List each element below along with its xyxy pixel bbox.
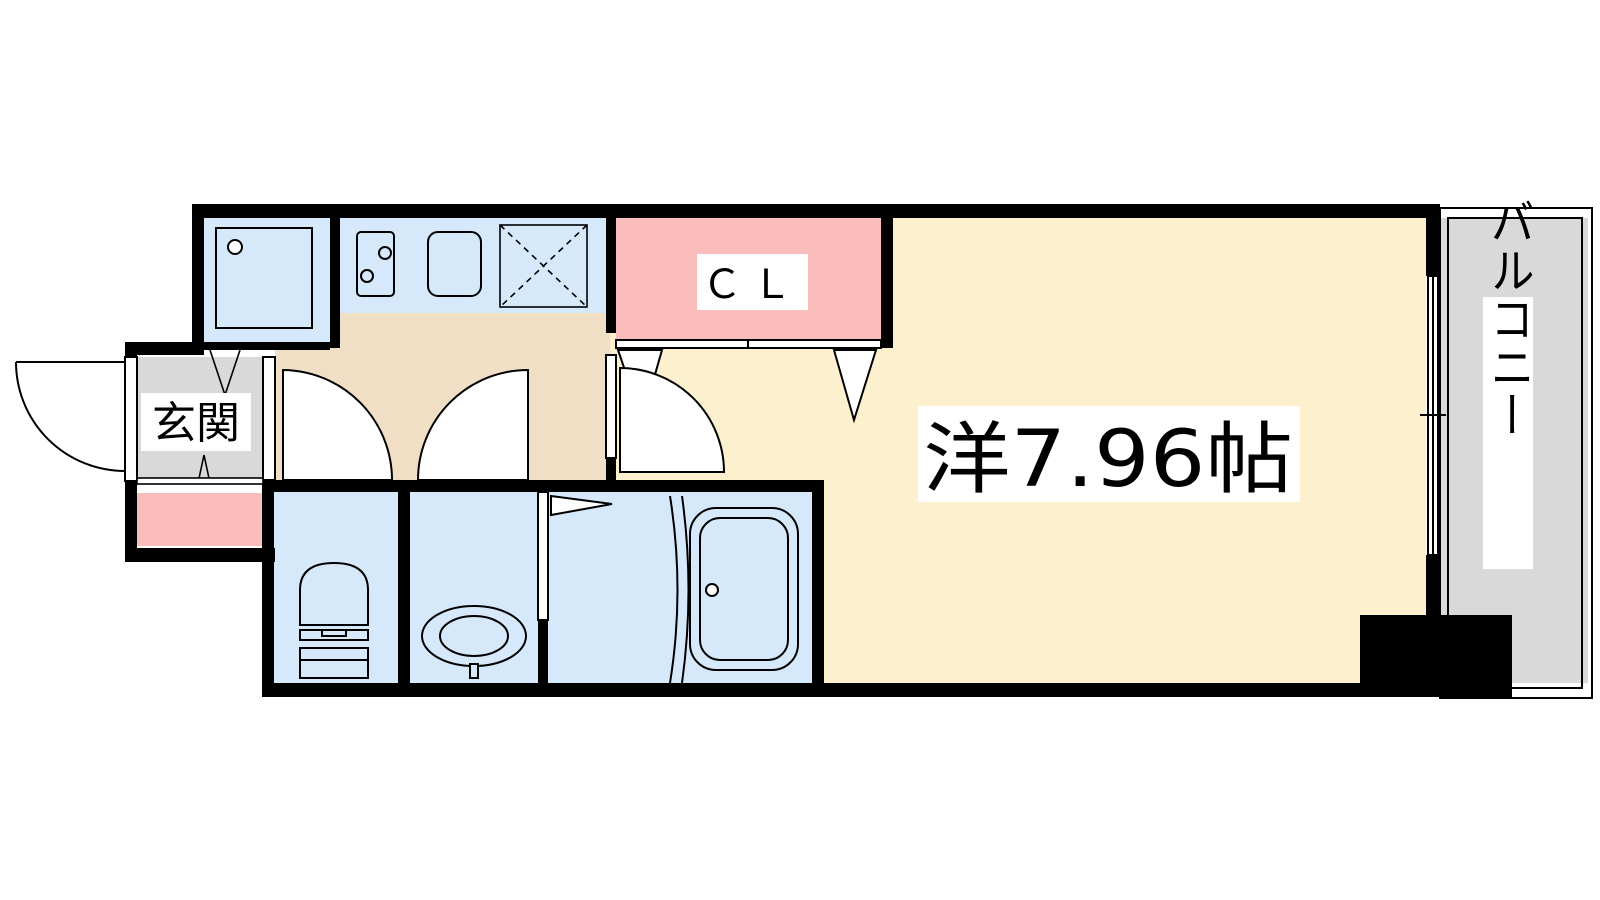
kitchen-counter <box>340 218 606 313</box>
kitchen-sink-icon <box>427 231 482 297</box>
balcony-label: バルコニー <box>1483 197 1534 569</box>
entrance-label-text: 玄関 <box>152 398 240 449</box>
front-door <box>15 356 138 482</box>
room-door <box>605 354 726 473</box>
kitchen-stove-icon <box>356 231 395 297</box>
entrance-inner-door <box>136 349 264 485</box>
closet-label-text: ＣＬ <box>702 262 802 308</box>
entrance-label: 玄関 <box>141 393 251 451</box>
washing-machine-icon <box>215 227 313 329</box>
bathroom-door <box>537 491 613 621</box>
wash-basin-icon <box>420 605 528 679</box>
balcony-label-text: バルコニー <box>1483 197 1534 439</box>
toilet-icon <box>299 561 369 679</box>
refrigerator-space-icon <box>499 224 588 308</box>
kitchen-doors <box>262 356 529 481</box>
closet-label: ＣＬ <box>697 254 808 310</box>
walls <box>125 204 1512 697</box>
balcony-railing <box>1439 207 1593 699</box>
bathtub-icon <box>669 495 799 684</box>
western-room-label-text: 洋7.96帖 <box>923 415 1293 505</box>
shoe-box <box>137 493 263 546</box>
balcony-window <box>1420 275 1446 556</box>
western-room-label: 洋7.96帖 <box>918 406 1300 505</box>
